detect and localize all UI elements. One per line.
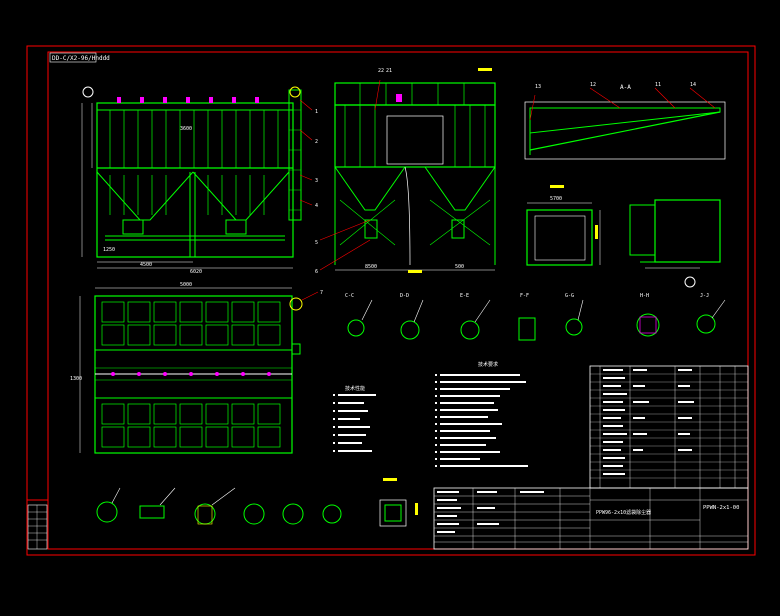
dim-side-right: 500 — [455, 264, 464, 270]
svg-text:1: 1 — [315, 109, 318, 115]
bottom-details-row — [96, 487, 407, 527]
svg-text:22: 22 — [378, 68, 384, 74]
svg-text:12: 12 — [590, 82, 596, 88]
svg-text:7: 7 — [320, 290, 323, 296]
svg-text:3: 3 — [315, 178, 318, 184]
tech-spec-block: 技术性能 技术要求 — [333, 361, 528, 467]
svg-text:J-J: J-J — [700, 293, 709, 299]
inner-border — [47, 51, 749, 550]
side-elevation-view: 8500 500 — [334, 82, 496, 271]
section-AA-label: A-A — [620, 84, 631, 91]
svg-text:21: 21 — [386, 68, 392, 74]
svg-text:E-E: E-E — [460, 293, 469, 299]
drawing-title: PPW96-2x10滤袋除尘器 — [596, 509, 651, 516]
dimension-markers — [383, 68, 598, 515]
svg-text:C-C: C-C — [345, 293, 354, 299]
svg-text:D-D: D-D — [400, 293, 409, 299]
svg-text:G-G: G-G — [565, 293, 574, 299]
front-elevation-view: 4500 6020 1250 3600 — [81, 86, 302, 275]
svg-text:6: 6 — [315, 269, 318, 275]
title-block: PPW96-2x10滤袋除尘器 PPWN-2x1-00 — [433, 487, 749, 550]
dim-side-left: 8500 — [365, 264, 377, 270]
tech-title: 技术要求 — [478, 361, 498, 368]
svg-text:H-H: H-H — [640, 293, 649, 299]
dim-plan-total: 5000 — [180, 282, 192, 288]
dim-front-inlet: 1250 — [103, 247, 115, 253]
dim-front-total: 6020 — [190, 269, 202, 275]
svg-text:4: 4 — [315, 203, 318, 209]
corner-label: DD-C/X2-96/Hnddd — [52, 55, 110, 62]
svg-text:11: 11 — [655, 82, 661, 88]
svg-text:13: 13 — [535, 84, 541, 90]
side-revision-box — [27, 504, 48, 550]
section-BB-view: 5700 — [526, 196, 601, 266]
section-details-row: C-C D-D E-E F-F G-G H-H J-J — [345, 293, 726, 341]
svg-text:2: 2 — [315, 139, 318, 145]
svg-text:5: 5 — [315, 240, 318, 246]
drawing-number: PPWN-2x1-00 — [703, 505, 739, 511]
leader-lines — [299, 79, 716, 301]
outer-border — [26, 45, 756, 556]
dim-bb-width: 5700 — [550, 196, 562, 202]
svg-text:14: 14 — [690, 82, 696, 88]
section-AA-view: A-A — [524, 84, 726, 160]
dim-plan-depth: 1300 — [70, 376, 82, 382]
plan-view: 5000 1300 — [70, 282, 303, 454]
balloon-labels: 22 21 13 12 11 14 1 2 3 4 5 6 7 — [315, 68, 696, 296]
side-profile-view — [629, 199, 721, 288]
dim-front-mid: 3600 — [180, 126, 192, 132]
svg-text:F-F: F-F — [520, 293, 529, 299]
parts-list-table — [589, 365, 749, 489]
spec-title: 技术性能 — [345, 385, 365, 392]
dim-front-half: 4500 — [140, 262, 152, 268]
